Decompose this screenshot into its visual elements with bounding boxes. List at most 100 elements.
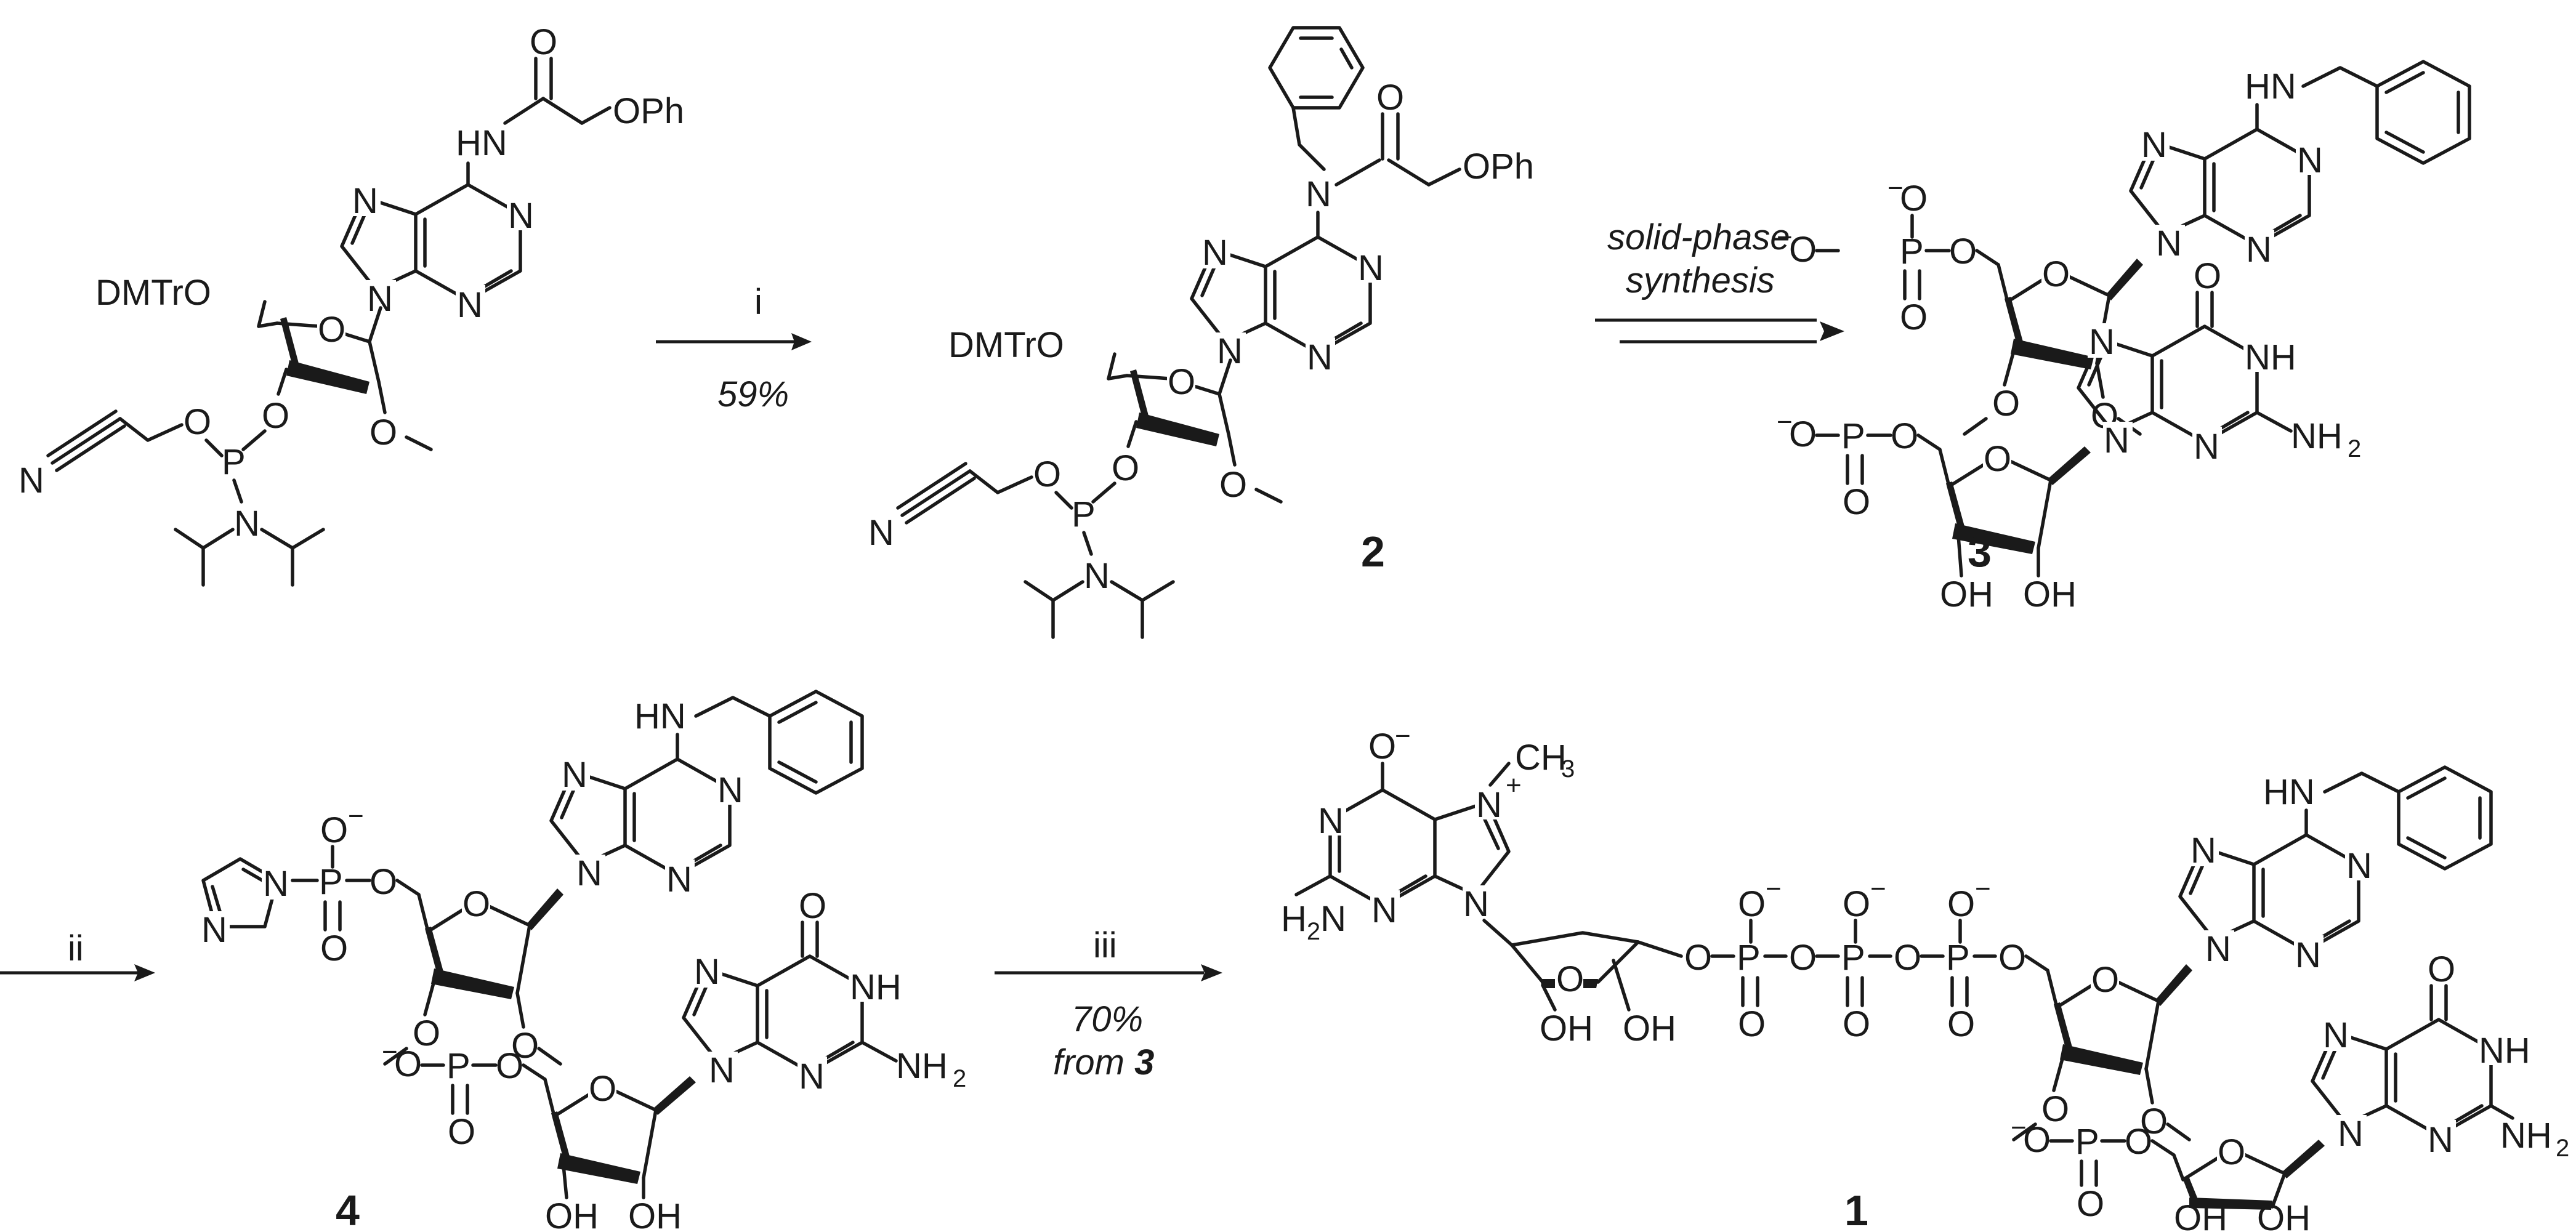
- group-oph: OPh: [613, 91, 684, 131]
- atom-n3: N: [2246, 230, 2272, 270]
- atom-p: P: [1841, 938, 1865, 978]
- atom-o-ring: O: [318, 310, 345, 350]
- atom-p: P: [446, 1046, 470, 1086]
- atom-o: O: [448, 1112, 475, 1152]
- starting-phosphoramidite: O OPh HN N N N N O O DMTrO O: [18, 22, 684, 587]
- atom-o: O: [1738, 1004, 1766, 1044]
- atom-o-ring: O: [1168, 362, 1195, 402]
- atom-o-cyano: O: [1033, 454, 1061, 494]
- compound-3: − O − O P O O O O N N N: [1777, 60, 2471, 614]
- group-oh: OH: [2023, 574, 2077, 614]
- atom-o-carbonyl: O: [799, 886, 826, 926]
- reagent-ii: ii: [68, 928, 84, 968]
- atom-n9: N: [2205, 929, 2231, 969]
- step-iii: iii 70% from 3: [995, 925, 1222, 1082]
- atom-n9: N: [576, 853, 602, 893]
- atom-o-3: O: [1112, 448, 1139, 488]
- group-dmtro: DMTrO: [95, 273, 211, 313]
- atom-o: O: [394, 1044, 422, 1084]
- compound-2: N O OPh N N N N O O DMTrO: [868, 26, 1534, 639]
- atom-n-amine: N: [234, 504, 260, 544]
- from-label: from 3: [1053, 1042, 1154, 1082]
- atom-n3: N: [1307, 337, 1333, 377]
- atom-o-ring: O: [1984, 439, 2011, 479]
- atom-o-ring: O: [462, 884, 490, 924]
- charge-minus: −: [2011, 1113, 2027, 1143]
- compound-label-2: 2: [1361, 528, 1385, 576]
- atom-n1: N: [2346, 846, 2372, 886]
- atom-n7: N: [352, 181, 378, 221]
- group-oh: OH: [1540, 1009, 1593, 1049]
- atom-o: O: [1789, 938, 1817, 978]
- atom-n3: N: [1371, 890, 1397, 930]
- atom-o: O: [320, 810, 348, 850]
- atom-n3: N: [2428, 1120, 2453, 1160]
- yield-step-i: 59%: [717, 374, 789, 414]
- atom-o: O: [369, 862, 397, 902]
- atom-n-nitrile: N: [18, 461, 44, 501]
- atom-o: O: [1843, 482, 1870, 522]
- charge-minus: −: [382, 1037, 398, 1067]
- atom-o: O: [1789, 230, 1817, 270]
- atom-p: P: [319, 862, 343, 902]
- atom-o: O: [1947, 884, 1975, 924]
- atom-n1: N: [1318, 801, 1344, 841]
- charge-minus: −: [1975, 874, 1991, 904]
- atom-o-methoxy: O: [511, 1026, 539, 1066]
- atom-o: O: [1738, 884, 1766, 924]
- group-oh: OH: [1940, 574, 1993, 614]
- group-hn: HN: [634, 696, 686, 736]
- atom-n9: N: [2156, 223, 2182, 264]
- atom-o-carbonyl: O: [2428, 949, 2455, 989]
- group-hn: HN: [456, 123, 507, 163]
- atom-p: P: [1841, 416, 1865, 456]
- atom-n3: N: [2194, 427, 2219, 467]
- atom-n-amine: N: [1084, 556, 1110, 596]
- step-solid-phase: solid-phase synthesis: [1595, 217, 1844, 344]
- group-h2n: H2N: [1281, 899, 1346, 945]
- atom-o: O: [496, 1046, 523, 1086]
- compound-label-4: 4: [336, 1186, 360, 1232]
- group-ch3: CH: [1515, 738, 1567, 778]
- group-oh: OH: [2257, 1198, 2311, 1232]
- reagent-iii: iii: [1093, 925, 1117, 965]
- atom-o: O: [1900, 179, 1928, 219]
- atom-n7: N: [562, 755, 587, 795]
- atom-o: O: [1900, 297, 1928, 337]
- atom-o: O: [1843, 1004, 1870, 1044]
- atom-o: O: [1894, 938, 1921, 978]
- atom-n-imidazole: N: [201, 910, 227, 950]
- atom-p: P: [222, 442, 246, 482]
- atom-p: P: [1946, 938, 1970, 978]
- atom-n7: N: [2141, 125, 2167, 165]
- atom-n9: N: [709, 1050, 735, 1090]
- atom-o: O: [530, 22, 557, 62]
- atom-n1: N: [2297, 140, 2323, 180]
- charge-minus: −: [348, 801, 364, 831]
- atom-o: O: [2125, 1122, 2152, 1162]
- atom-o: O: [1684, 938, 1712, 978]
- compound-4: N N P O − O O O O N N N: [200, 690, 966, 1232]
- group-oh: OH: [545, 1196, 599, 1232]
- atom-o: O: [2041, 1089, 2069, 1129]
- group-nh: NH: [2479, 1031, 2530, 1071]
- atom-n3: N: [2295, 935, 2321, 975]
- charge-minus: −: [1870, 874, 1886, 904]
- atom-n3: N: [799, 1057, 825, 1097]
- group-nh2: NH: [2500, 1116, 2552, 1156]
- atom-n7: N: [1476, 785, 1502, 825]
- atom-o: O: [2023, 1120, 2051, 1160]
- group-oph: OPh: [1463, 147, 1534, 187]
- group-hn: HN: [2245, 66, 2296, 107]
- atom-n3: N: [457, 285, 483, 325]
- step-i: i 59%: [656, 282, 812, 414]
- atom-o: O: [1843, 884, 1870, 924]
- atom-o: O: [1949, 232, 1977, 272]
- atom-o-methoxy: O: [2140, 1101, 2168, 1141]
- atom-o-ring: O: [2042, 254, 2070, 294]
- charge-minus: −: [1777, 222, 1793, 252]
- atom-o-methoxy: O: [369, 413, 397, 453]
- atom-n7: N: [2190, 831, 2216, 871]
- group-hn: HN: [2263, 772, 2315, 812]
